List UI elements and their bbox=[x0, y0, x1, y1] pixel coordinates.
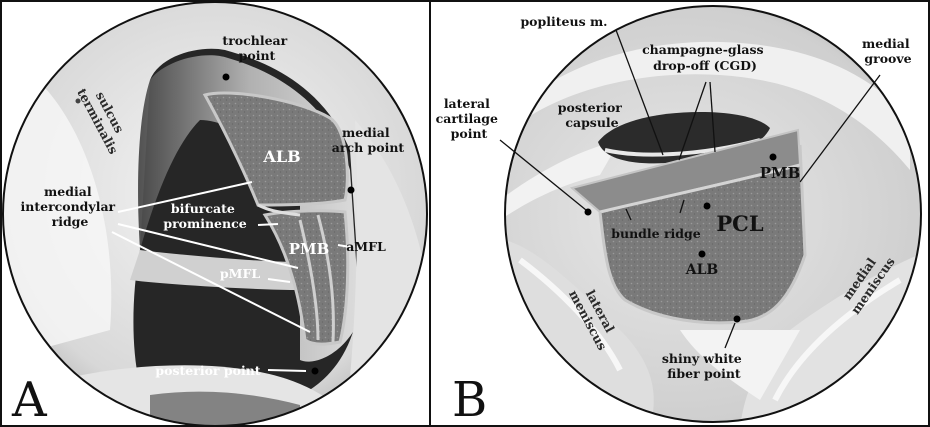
bifurcate-leader bbox=[257, 223, 279, 226]
pmb-footprint-a bbox=[262, 209, 350, 346]
pmb-label-b: PMB bbox=[760, 164, 801, 182]
shiny-fiber-leader bbox=[724, 322, 736, 349]
amfl-leader bbox=[337, 244, 351, 248]
panel-a-letter: A bbox=[11, 372, 48, 427]
medial-arch-point-dot bbox=[347, 186, 355, 194]
ridge-leader-2 bbox=[117, 223, 299, 269]
ridge-leader-1 bbox=[117, 181, 253, 213]
pmb-dot bbox=[769, 153, 777, 161]
lateral-cartilage-leader bbox=[499, 139, 587, 211]
panel-b-circle bbox=[504, 5, 922, 423]
pmb-label-a: PMB bbox=[289, 240, 330, 258]
medial-groove-label: medial groove bbox=[862, 36, 914, 66]
cgd-leader-1 bbox=[678, 81, 707, 161]
pmfl-label: pMFL bbox=[220, 266, 260, 281]
popliteus-label: popliteus m. bbox=[520, 14, 607, 29]
shiny-white-fiber-point-label: shiny white fiber point bbox=[662, 351, 746, 381]
alb-label-b: ALB bbox=[685, 262, 719, 278]
ridge-leader-3 bbox=[111, 231, 311, 333]
alb-label-a: ALB bbox=[262, 147, 300, 166]
pcl-dot bbox=[703, 202, 711, 210]
lateral-cartilage-point-label: lateral cartilage point bbox=[436, 96, 503, 141]
panel-a-circle bbox=[2, 1, 428, 427]
panel-b-letter: B bbox=[452, 372, 487, 427]
posterior-point-dot bbox=[311, 367, 319, 375]
pcl-label: PCL bbox=[716, 211, 764, 236]
trochlear-point-dot bbox=[222, 73, 230, 81]
panel-a: trochlear point sulcus terminalis medial… bbox=[2, 1, 428, 427]
bundle-ridge-line bbox=[599, 163, 801, 214]
alb-dot-b bbox=[698, 250, 706, 258]
cgd-leader-2 bbox=[709, 81, 716, 153]
bifurcate-prominence-label: bifurcate prominence bbox=[163, 201, 246, 231]
bundle-ridge-leader-1 bbox=[625, 208, 632, 221]
posterior-point-label: posterior point bbox=[155, 363, 260, 378]
trochlear-point-label: trochlear point bbox=[222, 33, 291, 63]
panel-b: popliteus m. champagne-glass drop-off (C… bbox=[436, 5, 922, 427]
alb-footprint-a bbox=[202, 91, 349, 207]
shiny-white-fiber-point-dot bbox=[733, 315, 741, 323]
pmfl-leader bbox=[267, 278, 291, 283]
pcl-footprint bbox=[600, 145, 805, 323]
posterior-capsule-label: posterior capsule bbox=[558, 100, 626, 130]
medial-arch-point-label: medial arch point bbox=[332, 125, 405, 155]
posterior-leader bbox=[267, 369, 307, 372]
sulcus-dot bbox=[75, 98, 81, 104]
medial-intercondylar-ridge-label: medial intercondylar ridge bbox=[21, 184, 120, 229]
amfl-label: aMFL bbox=[346, 239, 386, 254]
bundle-ridge-leader-2 bbox=[679, 199, 685, 214]
medial-groove-leader bbox=[799, 74, 881, 183]
bundle-ridge-label: bundle ridge bbox=[611, 226, 701, 241]
cgd-label: champagne-glass drop-off (CGD) bbox=[642, 42, 768, 73]
popliteus-leader bbox=[615, 29, 664, 156]
lateral-cartilage-point-dot bbox=[584, 208, 592, 216]
